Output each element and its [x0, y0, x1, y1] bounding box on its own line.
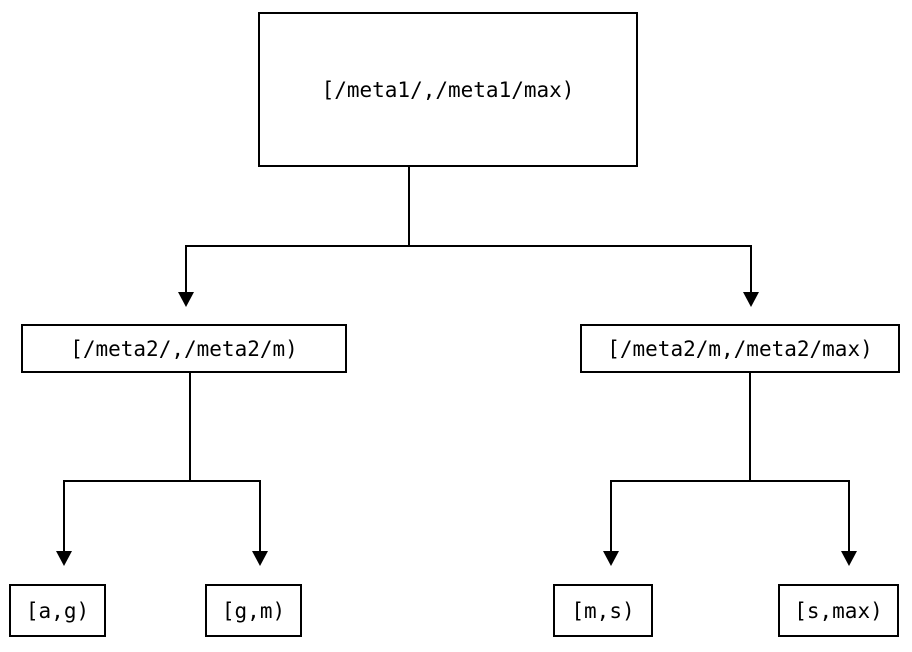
edge-mid-right-to-leaf3-drop — [610, 480, 612, 552]
node-leaf-1-label: [a,g) — [25, 598, 90, 623]
arrowhead-mid-left — [178, 292, 194, 307]
node-leaf-1[interactable]: [a,g) — [9, 584, 106, 637]
edge-mid-left-stem — [189, 373, 191, 481]
edge-root-to-mid-left-drop — [185, 245, 187, 293]
arrowhead-mid-right — [743, 292, 759, 307]
node-root-label: [/meta1/,/meta1/max) — [321, 77, 575, 102]
arrowhead-leaf-3 — [603, 551, 619, 566]
edge-mid-left-to-leaf2-drop — [259, 480, 261, 552]
edge-root-stem — [408, 167, 410, 246]
node-mid-left-label: [/meta2/,/meta2/m) — [70, 336, 298, 361]
edge-mid-right-to-leaf4-drop — [848, 480, 850, 552]
node-leaf-4-label: [s,max) — [794, 598, 883, 623]
arrowhead-leaf-4 — [841, 551, 857, 566]
edge-mid-left-to-leaf1-drop — [63, 480, 65, 552]
node-mid-right-label: [/meta2/m,/meta2/max) — [607, 336, 873, 361]
node-leaf-2-label: [g,m) — [221, 598, 286, 623]
node-mid-right[interactable]: [/meta2/m,/meta2/max) — [580, 324, 900, 373]
node-leaf-4[interactable]: [s,max) — [778, 584, 899, 637]
arrowhead-leaf-2 — [252, 551, 268, 566]
arrowhead-leaf-1 — [56, 551, 72, 566]
edge-mid-right-stem — [749, 373, 751, 481]
node-mid-left[interactable]: [/meta2/,/meta2/m) — [21, 324, 347, 373]
node-leaf-3-label: [m,s) — [571, 598, 635, 623]
edge-root-to-mid-right-drop — [750, 245, 752, 293]
edge-mid-left-crossbar — [63, 480, 261, 482]
node-leaf-2[interactable]: [g,m) — [205, 584, 302, 637]
edge-mid-right-crossbar — [610, 480, 850, 482]
node-root[interactable]: [/meta1/,/meta1/max) — [258, 12, 638, 167]
edge-root-crossbar — [185, 245, 752, 247]
node-leaf-3[interactable]: [m,s) — [553, 584, 653, 637]
